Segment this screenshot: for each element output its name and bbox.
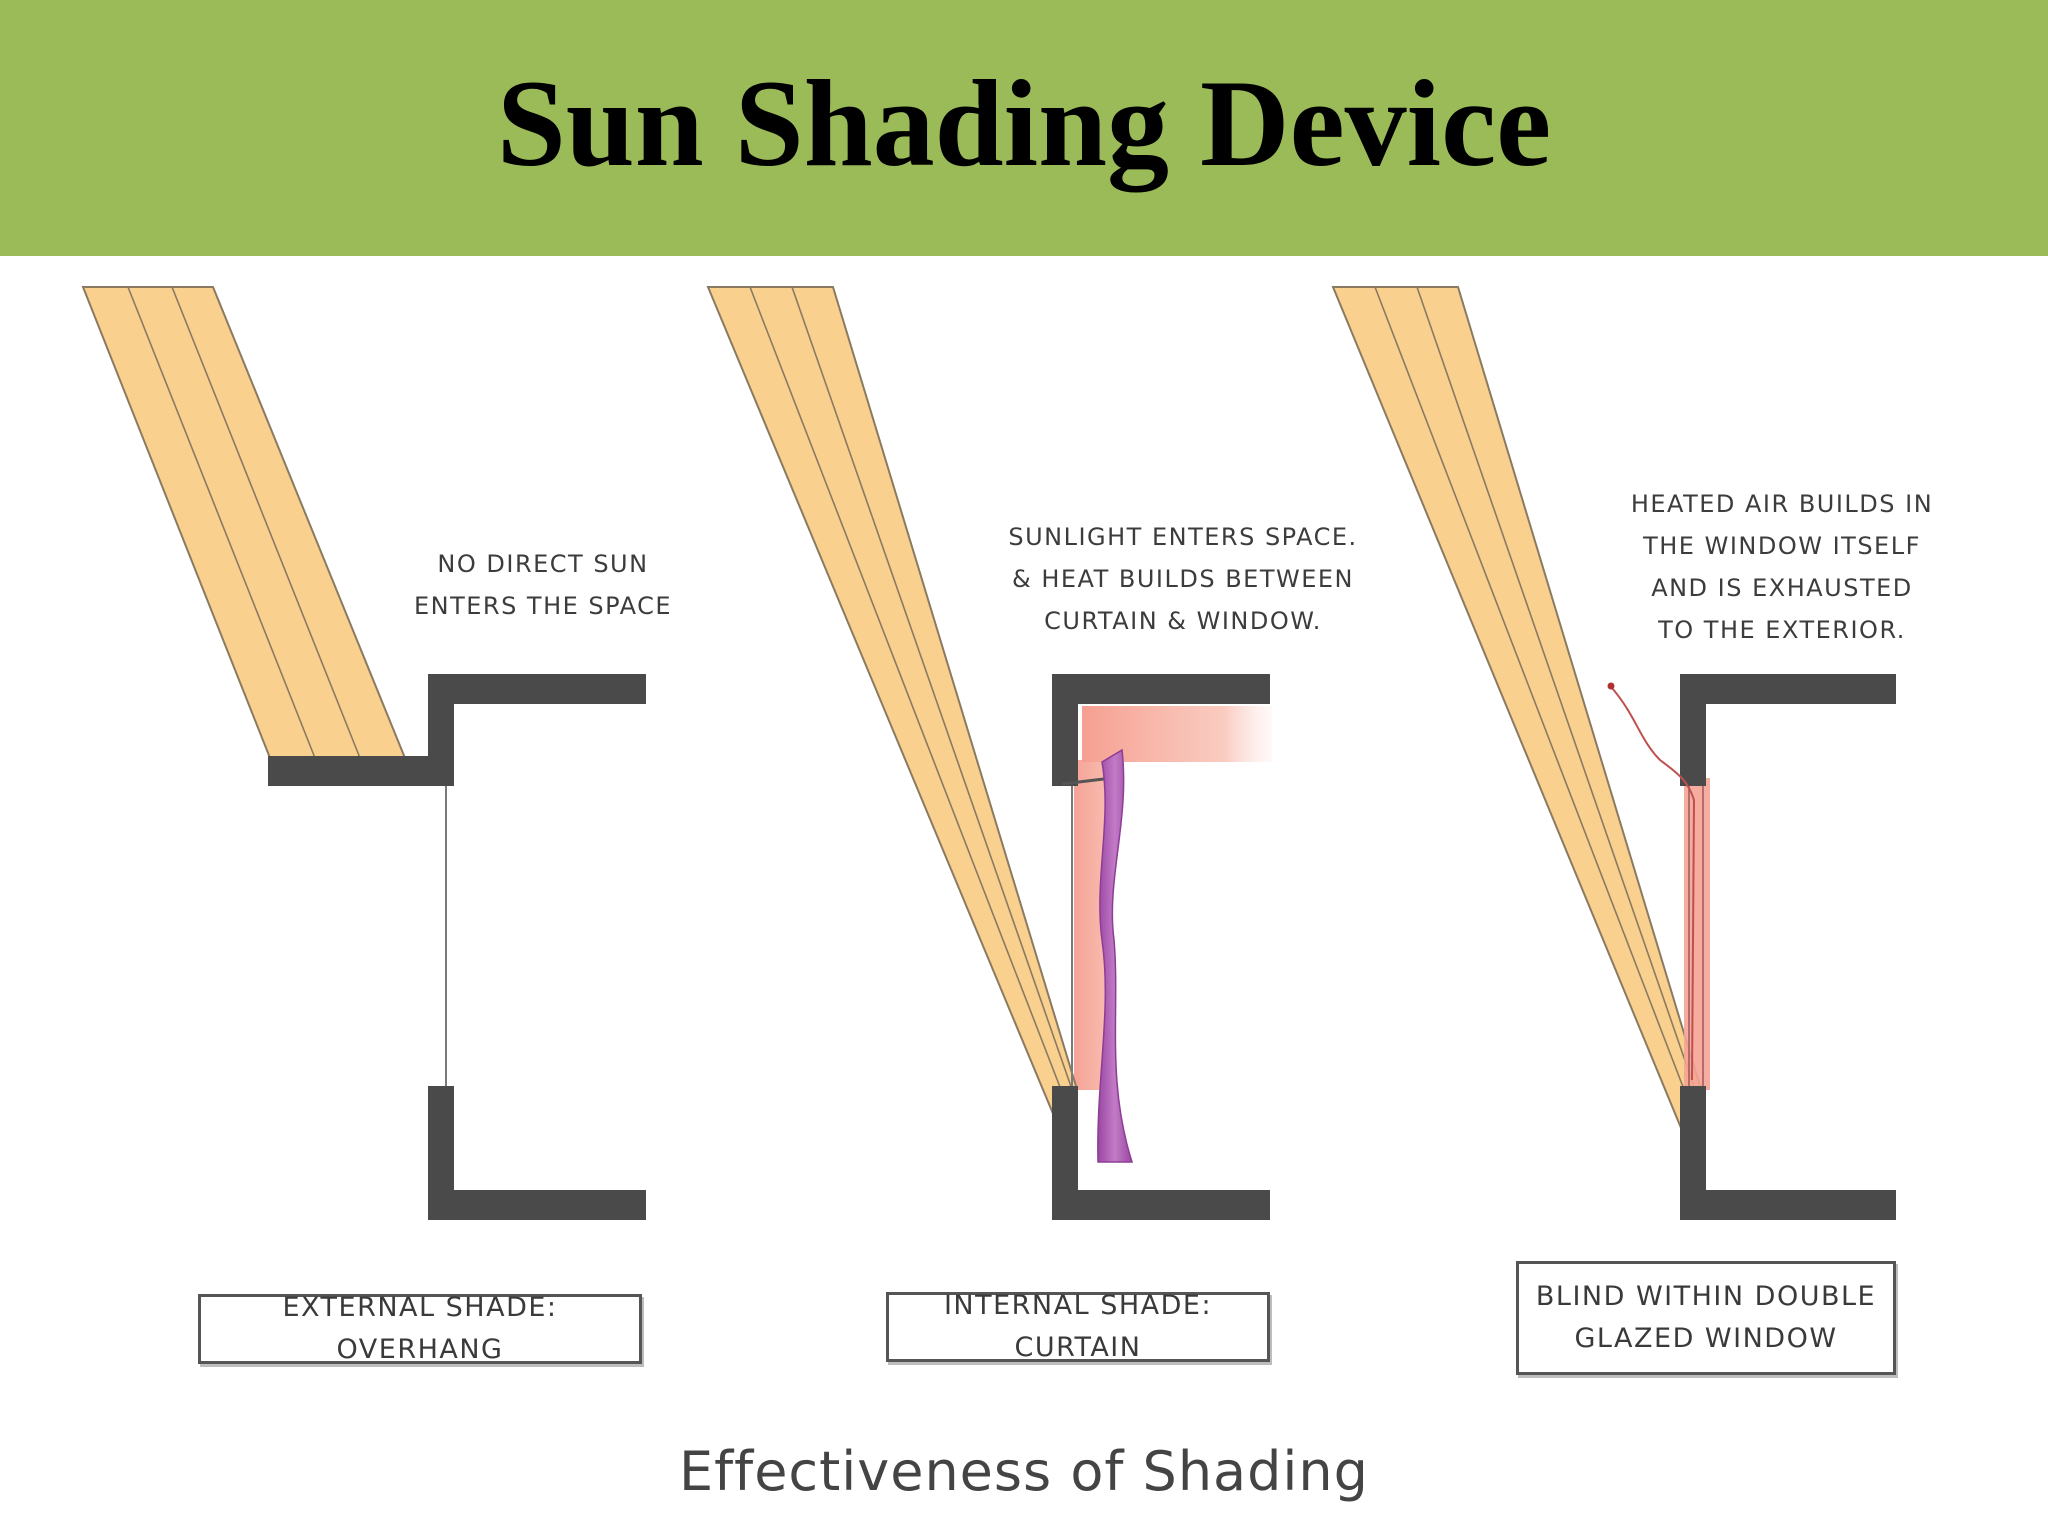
panel-curtain [706, 286, 1272, 1220]
wall-section-1 [268, 674, 646, 1220]
label-double-glazed: Blind Within Double Glazed Window [1516, 1261, 1896, 1375]
page-title: Sun Shading Device [496, 55, 1552, 192]
hot-air-exhaust-dot [1607, 682, 1615, 690]
panel-double-glazed [1331, 286, 1896, 1220]
hot-air-exhaust-arrow [1611, 687, 1696, 1081]
label-overhang: External Shade: Overhang [198, 1292, 642, 1365]
wall-section-2 [1052, 674, 1270, 1220]
curtain [1097, 748, 1134, 1163]
sun-ray-1 [81, 286, 407, 759]
label-curtain: Internal Shade: Curtain [886, 1290, 1270, 1363]
diagram-caption: Effectiveness of Shading [679, 1440, 1369, 1503]
note-double-glazed: Heated air builds in the window itself a… [1630, 490, 1934, 644]
note-overhang: No Direct Sun Enters the Space [413, 550, 673, 620]
sun-ray-3 [1331, 286, 1702, 1144]
note-curtain: Sunlight enters space. & heat builds bet… [1008, 523, 1358, 635]
title-bar: Sun Shading Device [0, 0, 2048, 256]
sun-ray-2 [706, 286, 1078, 1144]
heat-glow-column-3 [1684, 778, 1710, 1090]
panel-overhang [81, 286, 646, 1220]
heat-glow-top-2 [1082, 706, 1272, 762]
wall-section-3 [1680, 674, 1896, 1220]
